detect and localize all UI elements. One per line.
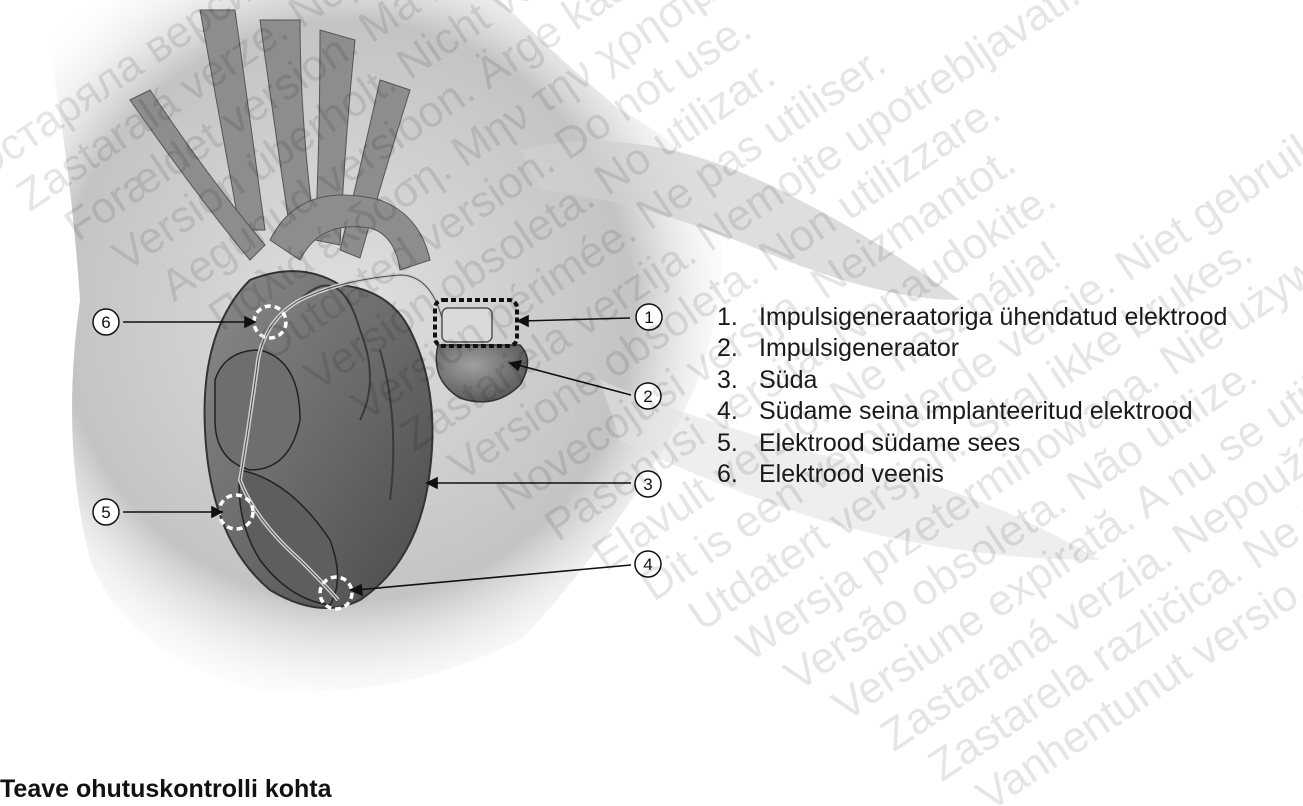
callout-2: 2 <box>635 383 661 409</box>
legend-text: Impulsigeneraator <box>759 334 959 362</box>
legend-text: Elektrood veenis <box>759 460 944 488</box>
legend-number: 4. <box>717 396 759 427</box>
svg-text:6: 6 <box>101 313 110 332</box>
callout-5: 5 <box>93 499 119 525</box>
figure-legend: 1.Impulsigeneraatoriga ühendatud elektro… <box>717 302 1227 490</box>
legend-item: 4.Südame seina implanteeritud elektrood <box>717 396 1227 427</box>
legend-item: 3.Süda <box>717 365 1227 396</box>
legend-item: 6.Elektrood veenis <box>717 459 1227 490</box>
callout-1: 1 <box>636 304 662 330</box>
legend-item: 2.Impulsigeneraator <box>717 333 1227 364</box>
legend-text: Impulsigeneraatoriga ühendatud elektrood <box>759 303 1227 331</box>
svg-text:4: 4 <box>643 555 652 574</box>
legend-text: Süda <box>759 366 817 394</box>
legend-item: 1.Impulsigeneraatoriga ühendatud elektro… <box>717 302 1227 333</box>
svg-text:2: 2 <box>643 387 652 406</box>
legend-text: Südame seina implanteeritud elektrood <box>759 397 1193 425</box>
legend-number: 1. <box>717 302 759 333</box>
callout-6: 6 <box>93 309 119 335</box>
section-heading: Teave ohutuskontrolli kohta <box>0 775 332 804</box>
legend-item: 5.Elektrood südame sees <box>717 428 1227 459</box>
svg-text:5: 5 <box>101 503 110 522</box>
legend-number: 2. <box>717 333 759 364</box>
svg-text:1: 1 <box>644 308 653 327</box>
legend-text: Elektrood südame sees <box>759 429 1020 457</box>
callout-3: 3 <box>635 471 661 497</box>
svg-text:3: 3 <box>643 475 652 494</box>
legend-number: 6. <box>717 459 759 490</box>
legend-number: 3. <box>717 365 759 396</box>
callout-4: 4 <box>635 551 661 577</box>
legend-number: 5. <box>717 428 759 459</box>
